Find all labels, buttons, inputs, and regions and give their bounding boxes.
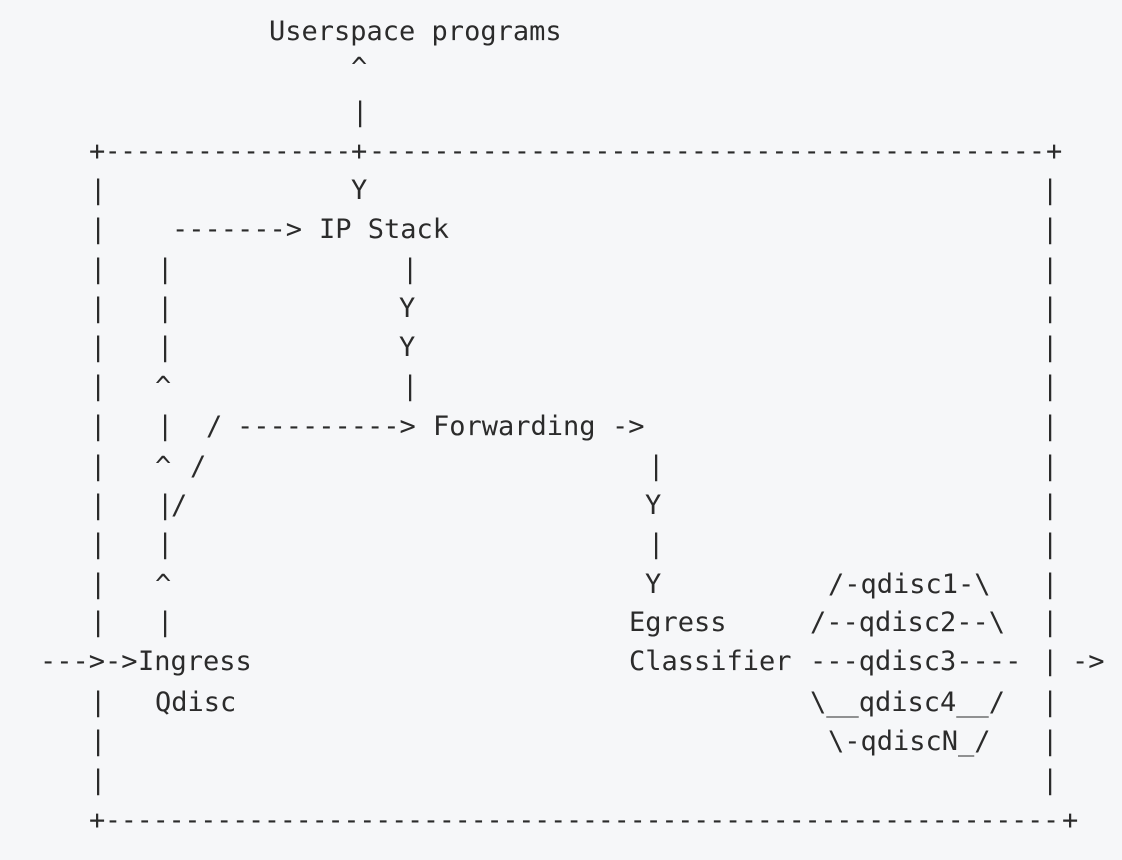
frame-right-side: | [1042, 569, 1059, 600]
up-arrow: ^ [155, 451, 172, 482]
qdiscN-line: \-qdiscN_/ [828, 726, 991, 757]
qdisc3-line: ---qdisc3---- [810, 646, 1022, 677]
frame-right-side: | [1042, 646, 1059, 677]
frame-right-side: | [1042, 687, 1059, 718]
classifier-label: Classifier [629, 646, 792, 677]
frame-right-side: | [1042, 214, 1059, 245]
qdisc4-line: \__qdisc4__/ [810, 687, 1006, 718]
frame-corner: + [89, 805, 106, 836]
frame-left-side: | [90, 687, 107, 718]
frame-left-side: | [90, 529, 107, 560]
forwarding-label: Forwarding [433, 411, 596, 442]
qdisc1-line: /-qdisc1-\ [828, 569, 991, 600]
vertical-line: | [352, 97, 369, 128]
vertical-line: | [648, 529, 665, 560]
frame-right-side: | [1042, 529, 1059, 560]
vertical-line: | [157, 254, 174, 285]
frame-left-side: | [90, 214, 107, 245]
frame-right-side: | [1042, 411, 1059, 442]
frame-right-side: | [1042, 726, 1059, 757]
down-arrow: Y [399, 293, 416, 324]
frame-corner: + [1062, 805, 1079, 836]
frame-left-side: | [90, 371, 107, 402]
frame-left-side: | [90, 451, 107, 482]
up-arrow: ^ [351, 52, 368, 83]
frame-left-side: | [90, 411, 107, 442]
frame-left-side: | [90, 726, 107, 757]
frame-right-side: | [1042, 607, 1059, 638]
vertical-line: | [157, 332, 174, 363]
frame-left-side: | [90, 332, 107, 363]
down-arrow: Y [351, 175, 368, 206]
forwarding-out-arrow: -> [612, 411, 645, 442]
ingress-label: Ingress [138, 646, 252, 677]
vertical-line: | [648, 451, 665, 482]
frame-left-side: | [90, 765, 107, 796]
vertical-line: | [157, 411, 174, 442]
frame-right-side: | [1042, 254, 1059, 285]
frame-right-side: | [1042, 332, 1059, 363]
vertical-line: | [402, 254, 419, 285]
frame-left-side: | [90, 175, 107, 206]
frame-right-side: | [1042, 175, 1059, 206]
up-arrow: ^ [155, 569, 172, 600]
ip-stack-label: IP Stack [319, 214, 450, 245]
frame-corner: + [89, 136, 106, 167]
down-arrow: Y [645, 490, 662, 521]
frame-left-side: | [90, 607, 107, 638]
frame-left-side: | [90, 254, 107, 285]
vertical-line: | [157, 293, 174, 324]
frame-right-side: | [1042, 765, 1059, 796]
arrow-to-forwarding: ----------> [237, 411, 416, 442]
branch-slash: / [206, 411, 223, 442]
branch-slash: / [171, 490, 188, 521]
frame-left-side: | [90, 569, 107, 600]
frame-bottom-line: ----------------------------------------… [105, 807, 1059, 834]
arrow-to-ip-stack: -------> [172, 214, 303, 245]
frame-left-side: | [90, 490, 107, 521]
vertical-line: | [402, 371, 419, 402]
frame-right-side: | [1042, 451, 1059, 482]
qdisc2-line: /--qdisc2--\ [810, 607, 1006, 638]
userspace-programs-label: Userspace programs [269, 16, 562, 47]
output-arrow: -> [1072, 646, 1105, 677]
frame-left-side: | [90, 293, 107, 324]
qdisc-label: Qdisc [155, 687, 237, 718]
frame-junction: + [351, 136, 368, 167]
vertical-line: | [157, 490, 174, 521]
frame-right-side: | [1042, 371, 1059, 402]
down-arrow: Y [399, 332, 416, 363]
vertical-line: | [157, 529, 174, 560]
frame-right-side: | [1042, 293, 1059, 324]
egress-label: Egress [629, 607, 727, 638]
frame-corner: + [1046, 136, 1063, 167]
frame-top-right-line: ----------------------------------------… [369, 138, 1045, 165]
frame-right-side: | [1042, 490, 1059, 521]
frame-top-left-line: ---------------- [105, 138, 351, 165]
vertical-line: | [157, 607, 174, 638]
input-arrow: --->-> [40, 646, 138, 677]
up-arrow: ^ [155, 371, 172, 402]
down-arrow: Y [645, 569, 662, 600]
branch-slash: / [190, 451, 207, 482]
